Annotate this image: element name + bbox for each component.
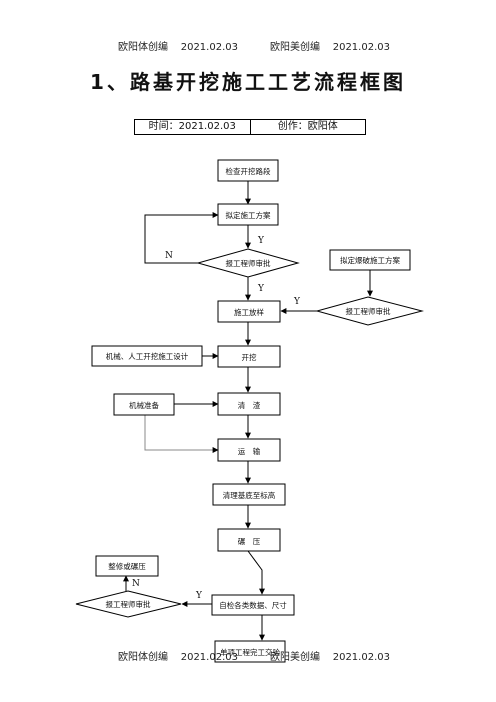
label-y-approve1-bottom: Y: [257, 284, 265, 294]
node-self-check-label: 自检各类数据、尺寸: [219, 600, 287, 610]
edge-compact-to-selfcheck: [247, 550, 265, 595]
label-n-approve3: N: [132, 579, 140, 589]
node-grade: 清理基底至标高: [212, 483, 286, 506]
node-grade-label: 清理基底至标高: [223, 490, 276, 500]
header-bottom-left-text: 欧阳体创编: [118, 652, 168, 663]
node-approve-1: 报工程师审批: [196, 248, 300, 278]
node-rework: 整修或碾压: [95, 555, 159, 577]
node-transport-label: 运 输: [238, 446, 261, 456]
node-machine-prep-label: 机械准备: [129, 400, 159, 410]
node-survey-label: 施工放样: [234, 307, 264, 317]
label-y-approve1-top: Y: [257, 236, 265, 246]
node-blast-plan-label: 拟定爆破施工方案: [340, 255, 400, 265]
meta-table: 时间：2021.02.03 创作：欧阳体: [134, 119, 366, 135]
node-compact-label: 碾 压: [238, 537, 261, 546]
node-blast-plan: 拟定爆破施工方案: [329, 249, 411, 271]
header-bottom-right-date: 2021.02.03: [332, 652, 390, 663]
node-machine-prep: 机械准备: [113, 393, 175, 416]
node-check-section: 检查开挖路段: [217, 159, 279, 182]
edge-machine-to-transport: [144, 415, 219, 453]
header-bottom-right: 欧阳美创编 2021.02.03: [270, 648, 390, 663]
node-handover-label: 单项工程完工交验: [220, 647, 280, 657]
node-approve-3: 报工程师审批: [75, 590, 182, 618]
header-bottom-left: 欧阳体创编 2021.02.03: [118, 648, 238, 663]
page-title: 1、路基开挖施工工艺流程框图: [90, 70, 406, 94]
node-design-label: 机械、人工开挖施工设计: [106, 351, 189, 361]
label-y-approve2: Y: [293, 297, 301, 307]
header-top-right: 欧阳美创编 2021.02.03: [270, 38, 390, 53]
node-clean-label: 清 渣: [238, 400, 261, 410]
node-handover: 单项工程完工交验: [214, 640, 286, 663]
header-top-left-date: 2021.02.03: [180, 42, 238, 53]
label-y-approve3: Y: [195, 591, 203, 601]
node-self-check: 自检各类数据、尺寸: [211, 594, 295, 616]
node-approve-1-label: 报工程师审批: [226, 258, 271, 268]
node-approve-2: 报工程师审批: [315, 296, 424, 326]
header-top-right-text: 欧阳美创编: [270, 42, 320, 53]
node-approve-3-label: 报工程师审批: [106, 599, 151, 609]
header-top-left: 欧阳体创编 2021.02.03: [118, 38, 238, 53]
header-bottom-left-date: 2021.02.03: [180, 652, 238, 663]
edge-approve-no-loop: [144, 212, 219, 264]
connectors: [123, 181, 373, 641]
node-transport: 运 输: [217, 438, 281, 462]
meta-author: 创作：欧阳体: [277, 121, 338, 132]
node-rework-label: 整修或碾压: [108, 561, 146, 571]
node-clean: 清 渣: [217, 392, 281, 416]
node-draft-plan: 拟定施工方案: [217, 203, 279, 226]
header-top-right-date: 2021.02.03: [332, 42, 390, 53]
node-design: 机械、人工开挖施工设计: [91, 345, 203, 367]
node-draft-plan-label: 拟定施工方案: [226, 210, 271, 220]
node-approve-2-label: 报工程师审批: [346, 306, 391, 316]
node-excavate-label: 开挖: [242, 352, 257, 362]
label-n-approve1: N: [165, 251, 173, 261]
node-check-section-label: 检查开挖路段: [226, 166, 271, 176]
meta-time: 时间：2021.02.03: [135, 120, 251, 134]
header-bottom-right-text: 欧阳美创编: [270, 652, 320, 663]
node-excavate: 开挖: [217, 345, 281, 368]
header-top-left-text: 欧阳体创编: [118, 42, 168, 53]
node-compact: 碾 压: [217, 528, 281, 552]
node-survey: 施工放样: [217, 300, 281, 323]
